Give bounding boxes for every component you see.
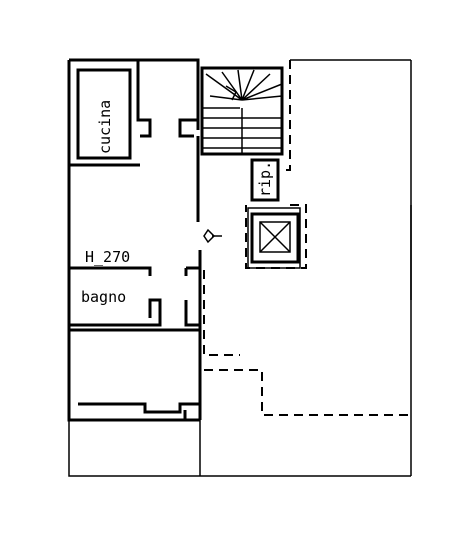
bathroom-label: bagno xyxy=(81,288,126,306)
dashed-boundaries xyxy=(203,60,411,416)
kitchen-room: cucina xyxy=(76,60,198,160)
height-label: H_270 xyxy=(85,248,130,266)
entrance-door-icon xyxy=(203,228,222,244)
kitchen-label: cucina xyxy=(96,100,114,154)
staircase xyxy=(200,66,284,156)
storage-room: rip. xyxy=(250,158,280,202)
interior-walls: H_270 bagno xyxy=(69,163,200,420)
storage-label: rip. xyxy=(256,161,274,197)
elevator-icon xyxy=(247,207,301,269)
exterior-walls xyxy=(67,58,412,477)
